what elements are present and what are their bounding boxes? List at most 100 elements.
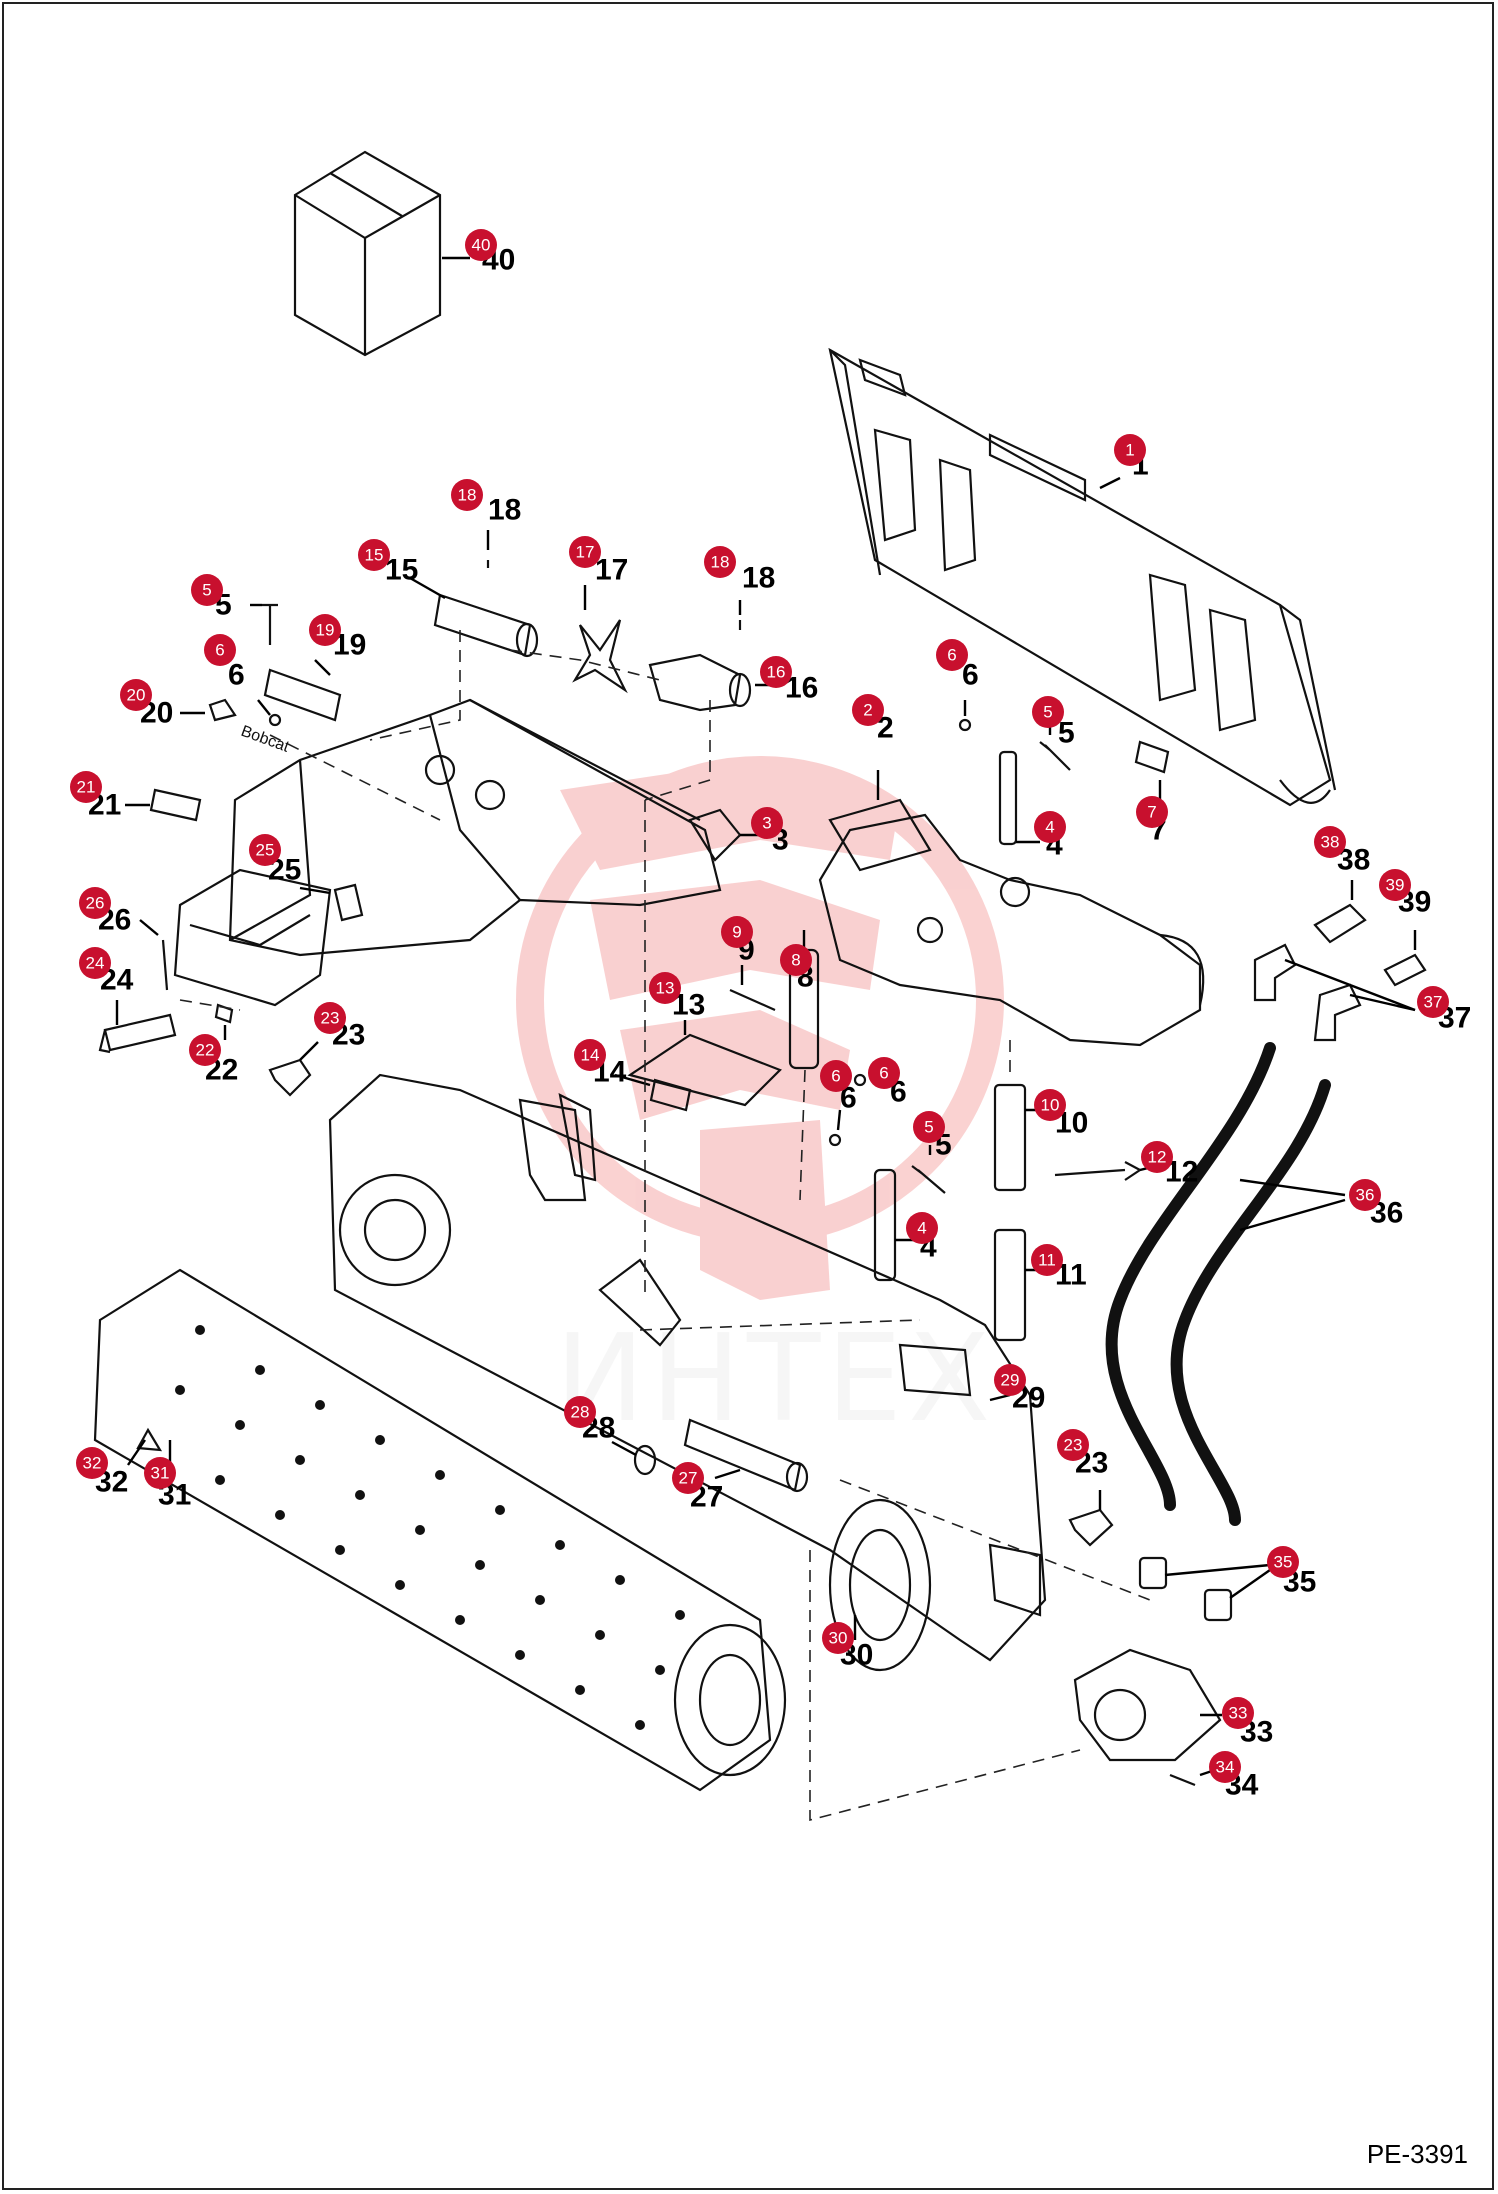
callout-12[interactable]: 12 [1141,1141,1173,1173]
svg-text:4: 4 [917,1219,926,1238]
callout-23b[interactable]: 23 [1057,1429,1089,1461]
callout-18b[interactable]: 18 [704,546,736,578]
svg-text:12: 12 [1148,1148,1167,1167]
callout-33[interactable]: 33 [1222,1697,1254,1729]
callout-6d[interactable]: 6 [868,1057,900,1089]
callout-4a[interactable]: 4 [1034,811,1066,843]
callout-5a[interactable]: 5 [191,574,223,606]
part-subframe-3 [173,698,742,1007]
plain-label-18b: 18 [742,562,775,595]
drum-teeth [175,1325,685,1730]
callout-16[interactable]: 16 [760,656,792,688]
part-nut-6c [828,1133,842,1147]
svg-text:33: 33 [1229,1704,1248,1723]
drawing-code: PE-3391 [1366,2139,1468,2169]
svg-text:6: 6 [215,641,224,660]
plain-label-6a: 6 [228,659,245,692]
svg-text:38: 38 [1321,833,1340,852]
callout-38[interactable]: 38 [1314,826,1346,858]
svg-text:32: 32 [83,1454,102,1473]
part-bolt-9 [729,988,776,1012]
callout-40[interactable]: 40 [465,229,497,261]
svg-text:5: 5 [1043,703,1052,722]
part-bushing-28 [633,1444,657,1476]
callout-23a[interactable]: 23 [314,1002,346,1034]
callout-13[interactable]: 13 [649,972,681,1004]
callout-6c[interactable]: 6 [820,1060,852,1092]
callout-37[interactable]: 37 [1417,986,1449,1018]
callout-22[interactable]: 22 [189,1034,221,1066]
part-fitting-35 [1138,1556,1233,1622]
svg-text:5: 5 [202,581,211,600]
svg-text:18: 18 [458,486,477,505]
callout-6b[interactable]: 6 [936,639,968,671]
svg-text:21: 21 [77,778,96,797]
callout-21[interactable]: 21 [70,771,102,803]
callout-3[interactable]: 3 [751,807,783,839]
callout-24[interactable]: 24 [79,947,111,979]
part-pin-12 [1054,1161,1143,1181]
svg-text:14: 14 [581,1046,600,1065]
callout-18a[interactable]: 18 [451,479,483,511]
svg-text:1: 1 [1125,441,1134,460]
plain-label-2: 2 [877,712,894,745]
callout-9[interactable]: 9 [721,916,753,948]
part-handle-17 [572,619,628,694]
part-coupler-38 [1313,903,1367,944]
callout-20[interactable]: 20 [120,679,152,711]
callout-39[interactable]: 39 [1379,869,1411,901]
callout-6a[interactable]: 6 [204,634,236,666]
svg-text:23: 23 [321,1009,340,1028]
part-pin-26 [161,939,169,991]
part-shaft-27 [683,1418,809,1493]
callout-28[interactable]: 28 [564,1396,596,1428]
callout-14[interactable]: 14 [574,1039,606,1071]
svg-text:10: 10 [1041,1096,1060,1115]
callout-30[interactable]: 30 [822,1622,854,1654]
callout-17[interactable]: 17 [569,536,601,568]
svg-text:25: 25 [256,841,275,860]
callout-10[interactable]: 10 [1034,1089,1066,1121]
svg-text:11: 11 [1038,1251,1056,1270]
callout-11[interactable]: 11 [1031,1244,1063,1276]
callout-1[interactable]: 1 [1114,434,1146,466]
callout-32[interactable]: 32 [76,1447,108,1479]
callout-5b[interactable]: 5 [1032,696,1064,728]
callout-2[interactable]: 2 [852,694,884,726]
callout-19[interactable]: 19 [309,614,341,646]
callout-15[interactable]: 15 [358,539,390,571]
part-flange-30 [828,1498,932,1672]
part-elbow-37 [1253,943,1362,1042]
callout-26[interactable]: 26 [79,887,111,919]
part-bolt-34 [1169,1773,1196,1787]
svg-text:40: 40 [472,236,491,255]
plain-label-5b: 5 [1058,717,1075,750]
part-bolt-5c [911,1165,946,1194]
callout-27[interactable]: 27 [672,1462,704,1494]
part-hose-36 [1105,1042,1331,1526]
callout-29[interactable]: 29 [994,1364,1026,1396]
part-sleeve-19 [263,668,342,722]
svg-text:3: 3 [762,814,771,833]
callout-7[interactable]: 7 [1136,796,1168,828]
callout-36[interactable]: 36 [1349,1179,1381,1211]
part-pin-11 [993,1228,1027,1342]
callout-8[interactable]: 8 [780,944,812,976]
svg-text:26: 26 [86,894,105,913]
callout-25[interactable]: 25 [249,834,281,866]
part-housing-29 [328,1073,1047,1662]
part-motor-33 [1073,1648,1222,1762]
callout-34[interactable]: 34 [1209,1751,1241,1783]
svg-text:34: 34 [1216,1758,1235,1777]
part-guard-13 [627,1033,782,1107]
callout-35[interactable]: 35 [1267,1546,1299,1578]
callout-31[interactable]: 31 [144,1457,176,1489]
svg-text:13: 13 [656,979,675,998]
svg-text:18: 18 [711,553,730,572]
svg-text:39: 39 [1386,876,1405,895]
svg-text:35: 35 [1274,1553,1293,1572]
callout-5c[interactable]: 5 [913,1111,945,1143]
callout-4b[interactable]: 4 [906,1212,938,1244]
watermark-text: ИНТЕХ [555,1310,996,1449]
